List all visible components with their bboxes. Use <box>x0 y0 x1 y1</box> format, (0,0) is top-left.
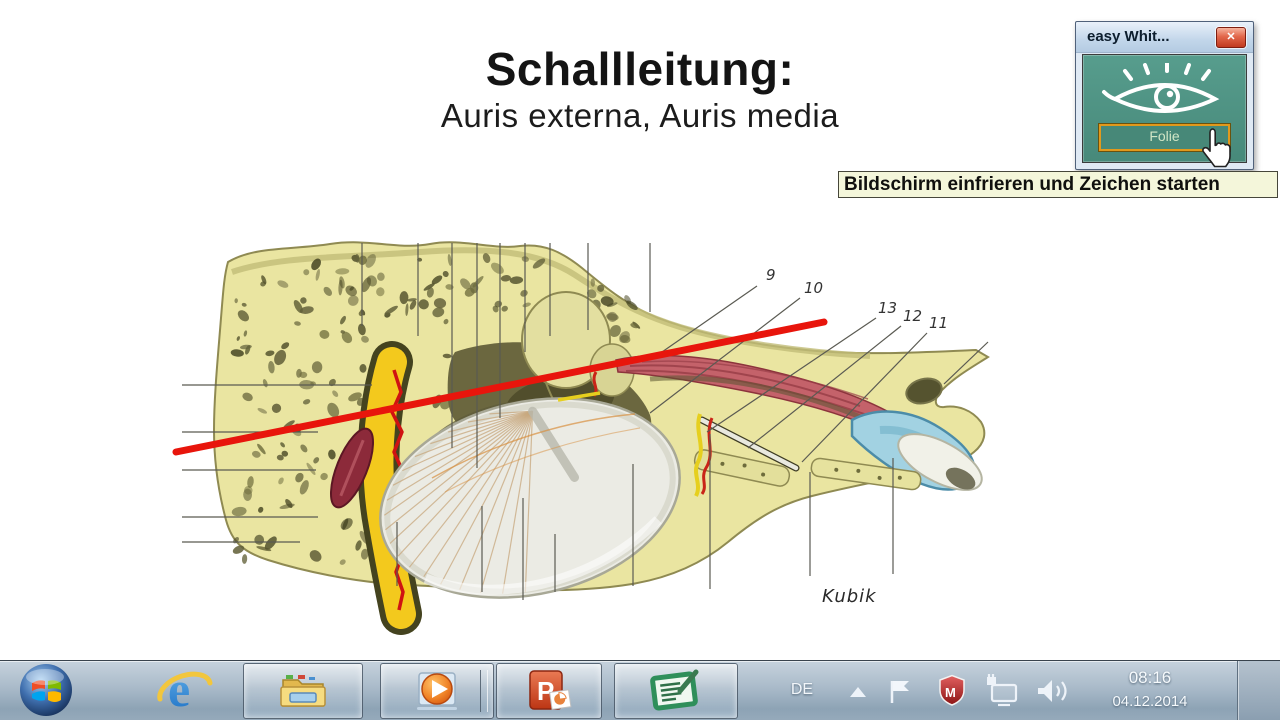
whiteboard-titlebar[interactable]: easy Whit... ✕ <box>1076 22 1253 53</box>
tube-cartilage <box>850 410 983 491</box>
language-indicator[interactable]: DE <box>790 681 814 698</box>
volume-icon[interactable] <box>1038 680 1067 702</box>
show-desktop-button[interactable] <box>1237 661 1280 720</box>
figure-label-9: 9 <box>766 266 776 284</box>
start-icon[interactable] <box>16 663 78 717</box>
taskbar-clock[interactable]: 08:16 04.12.2014 <box>1090 666 1210 712</box>
network-icon[interactable] <box>987 674 1018 707</box>
close-icon[interactable]: ✕ <box>1216 27 1246 48</box>
bone-opening <box>905 377 943 405</box>
clock-time: 08:16 <box>1128 668 1172 687</box>
media-player-icon[interactable] <box>380 663 494 719</box>
action-center-flag-icon[interactable] <box>890 681 909 703</box>
figure-leader-lines <box>182 243 989 600</box>
figure-label-11: 11 <box>929 314 948 332</box>
tube-muscle <box>615 354 897 436</box>
whiteboard-app-icon[interactable] <box>614 663 738 719</box>
whiteboard-window-title: easy Whit... <box>1087 28 1170 45</box>
svg-text:P: P <box>537 676 554 706</box>
tympanic-membrane <box>379 397 681 599</box>
explorer-folder-icon[interactable] <box>243 663 363 719</box>
figure-label-12: 12 <box>903 307 922 325</box>
nerve-bundle <box>557 371 800 497</box>
eye-icon <box>1101 63 1219 113</box>
svg-text:e: e <box>168 663 190 717</box>
stapedius-muscle <box>330 427 374 509</box>
taskbar: e <box>0 660 1280 720</box>
hidden-icons-chevron[interactable] <box>850 687 866 697</box>
whiteboard-tooltip: Bildschirm einfrieren und Zeichen starte… <box>838 171 1278 198</box>
whiteboard-panel: Folie <box>1082 54 1247 163</box>
figure-label-13: 13 <box>878 299 897 317</box>
system-tray: M <box>850 674 1067 707</box>
mcafee-shield-icon[interactable]: M <box>939 674 965 706</box>
red-annotation-line <box>172 318 828 456</box>
whiteboard-tool-window: easy Whit... ✕ Folie <box>1075 21 1254 170</box>
clock-date: 04.12.2014 <box>1112 692 1188 710</box>
temporal-bone-section <box>212 241 990 635</box>
figure-label-10: 10 <box>804 279 823 297</box>
slide-subtitle: Auris externa, Auris media <box>440 97 840 134</box>
bony-plate <box>693 449 791 487</box>
folie-button[interactable]: Folie <box>1099 124 1230 151</box>
stacked-windows-indicator <box>480 670 488 712</box>
svg-text:M: M <box>945 685 956 700</box>
slide-title: Schallleitung: <box>485 43 795 95</box>
figure-credit: Kubik <box>822 586 877 607</box>
powerpoint-icon[interactable]: P <box>496 663 602 719</box>
figure-number-labels: 9 10 13 12 11 <box>766 266 948 332</box>
internet-explorer-icon[interactable]: e <box>156 663 214 717</box>
